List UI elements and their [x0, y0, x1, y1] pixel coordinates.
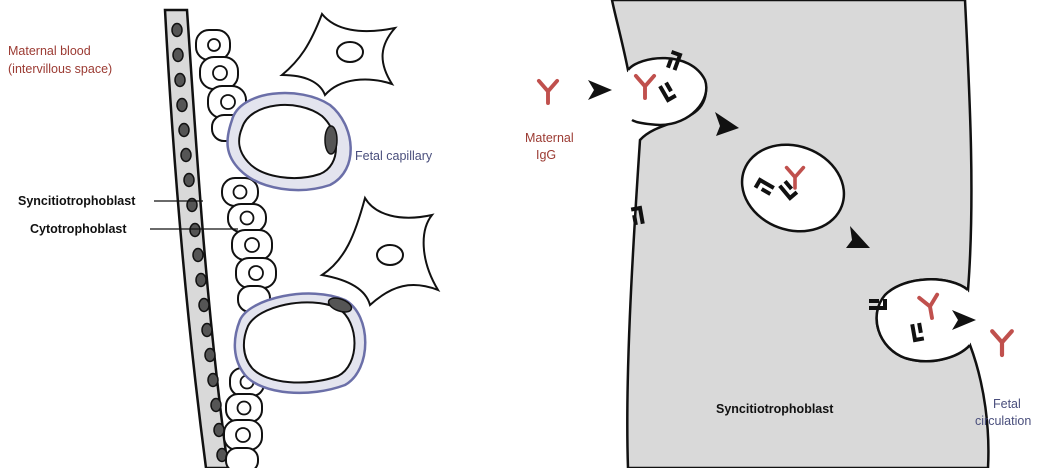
circulation-label: circulation — [975, 414, 1031, 428]
endothelial-nucleus — [325, 126, 337, 154]
stromal-cell-2 — [322, 198, 438, 305]
stromal-cell-1 — [282, 14, 395, 95]
fetal-label: Fetal — [993, 397, 1021, 411]
fetal-capillary-2 — [235, 294, 365, 393]
fetal-capillary-1 — [227, 93, 350, 190]
intervillous-space-label: (intervillous space) — [8, 62, 112, 76]
exocytic-vesicle — [877, 279, 970, 361]
maternal-blood-label: Maternal blood — [8, 44, 91, 58]
syncytiotrophoblast-label-left: Syncitiotrophoblast — [18, 194, 136, 208]
fetal-capillary-label: Fetal capillary — [355, 149, 433, 163]
cytotrophoblast-label: Cytotrophoblast — [30, 222, 127, 236]
left-panel: Maternal blood (intervillous space) Sync… — [8, 10, 438, 468]
igg-label: IgG — [536, 148, 556, 162]
syncytiotrophoblast-label-right: Syncitiotrophoblast — [716, 402, 834, 416]
right-panel: Maternal IgG Syncitiotrophoblast Fetal c… — [525, 0, 1031, 468]
maternal-igg-label: Maternal — [525, 131, 574, 145]
